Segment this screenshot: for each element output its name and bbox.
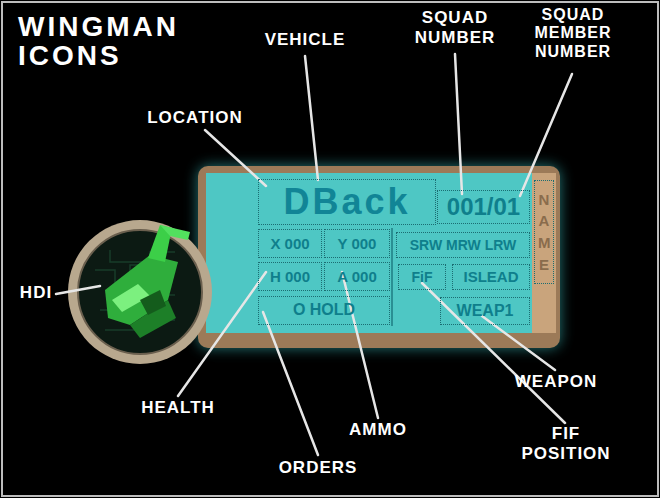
hdi-ring — [68, 220, 212, 364]
callout-label: WEAPON — [504, 372, 608, 392]
name-strip — [532, 173, 556, 333]
callout-label: HEALTH — [130, 398, 226, 418]
islead-box: ISLEAD — [452, 264, 530, 290]
field-text: WEAP1 — [457, 303, 514, 320]
weapon-box: WEAP1 — [440, 297, 530, 325]
field-text: H 000 — [270, 269, 310, 285]
field-text: A 000 — [337, 269, 376, 285]
divider — [391, 228, 393, 326]
name-box: NAME — [534, 180, 554, 284]
location-box: DBack — [258, 179, 436, 225]
field-text: X 000 — [270, 236, 309, 252]
leader-line — [56, 286, 100, 294]
panel-face — [206, 173, 532, 333]
field-text: SRW MRW LRW — [410, 238, 517, 253]
callout-label: ORDERS — [266, 458, 370, 478]
panel-frame — [198, 166, 560, 348]
callout-label: FIF POSITION — [518, 424, 614, 463]
leader-line — [178, 272, 266, 396]
field-text: 001/01 — [447, 194, 520, 219]
range-weapons-box: SRW MRW LRW — [396, 232, 530, 258]
field-text: Y 000 — [338, 236, 377, 252]
leader-line — [263, 312, 318, 455]
ship-drawing — [105, 225, 190, 338]
callout-label: SQUAD NUMBER — [408, 8, 502, 47]
field-text: ISLEAD — [463, 269, 518, 285]
field-text: NAME — [538, 189, 550, 276]
leader-lines — [56, 54, 572, 455]
fif-box: FiF — [398, 264, 446, 290]
hdi-screen — [78, 230, 202, 354]
orders-box: O HOLD — [258, 296, 390, 325]
leader-line — [520, 74, 572, 196]
health-box: H 000 — [258, 262, 322, 291]
diagram-title: WINGMAN ICONS — [18, 12, 188, 71]
callout-label: HDI — [14, 283, 58, 303]
ammo-box: A 000 — [324, 262, 390, 291]
callout-label: SQUAD MEMBER NUMBER — [526, 6, 620, 61]
leader-line — [205, 130, 266, 186]
leader-line — [455, 54, 462, 194]
x-coordinate-box: X 000 — [258, 229, 322, 258]
leader-line — [342, 272, 378, 418]
panel-glow — [198, 166, 560, 348]
field-text: FiF — [412, 270, 433, 285]
callout-label: VEHICLE — [250, 30, 360, 50]
callout-label: LOCATION — [140, 108, 250, 128]
leader-line — [305, 56, 318, 180]
leader-line — [422, 283, 565, 423]
field-text: DBack — [283, 183, 410, 221]
field-text: O HOLD — [293, 302, 355, 319]
squad-number-box: 001/01 — [437, 190, 530, 224]
y-coordinate-box: Y 000 — [324, 229, 390, 258]
callout-label: AMMO — [336, 420, 420, 440]
